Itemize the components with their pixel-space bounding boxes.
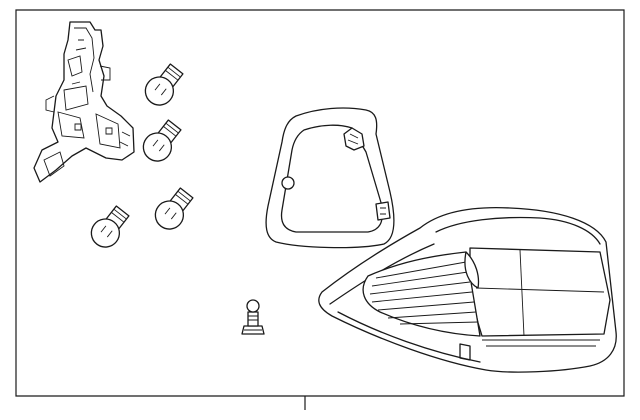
socket-holder-icon [34,22,134,182]
bulb-icon [86,202,134,252]
diagram-frame [16,10,624,410]
bulb-icon [150,184,198,234]
bulb-icon [138,116,186,166]
tail-lamp-icon [319,208,616,372]
bulb-icon [140,60,188,110]
gasket-icon [266,108,394,248]
stud-icon [242,300,264,334]
